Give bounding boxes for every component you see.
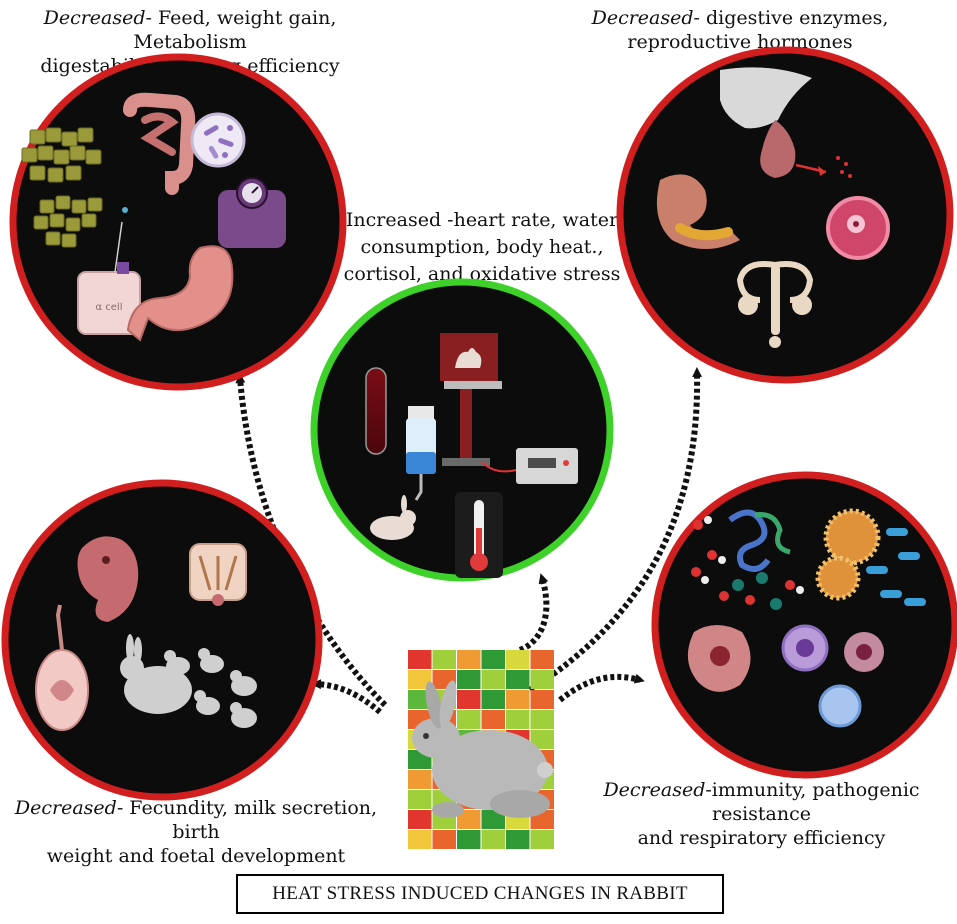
heatmap-tile <box>506 710 530 729</box>
heatmap-tile <box>506 830 530 849</box>
monitor-device-icon <box>481 448 578 484</box>
caption-bottom-left: Decreased- Fecundity, milk secretion, bi… <box>0 796 392 868</box>
caption-bottom-left-italic: Decreased <box>14 797 117 819</box>
heatmap-tile <box>481 710 505 729</box>
heatmap-tile <box>408 670 432 689</box>
caption-top-right-italic: Decreased <box>591 7 694 29</box>
feed-pellets-icon <box>21 127 103 248</box>
heatmap-tile <box>408 810 432 829</box>
circle-enzymes-hormones <box>616 46 954 384</box>
caption-bottom-left-line1: - Fecundity, milk secretion, birth <box>116 797 378 843</box>
circle-digestion: α cell <box>9 53 347 391</box>
heatmap-tile <box>481 670 505 689</box>
caption-bottom-right-line2: and respiratory efficiency <box>637 827 886 849</box>
footer-title-box: HEAT STRESS INDUCED CHANGES IN RABBIT <box>236 874 724 914</box>
stomach-icon <box>126 245 234 342</box>
caption-center-line2: consumption, body heat., <box>360 236 604 258</box>
heatmap-tile <box>481 650 505 669</box>
blood-tube-icon <box>365 367 387 455</box>
heatmap-tile <box>457 810 481 829</box>
caption-center-line1: Increased -heart rate, water <box>345 209 619 231</box>
caption-center-line3: cortisol, and oxidative stress <box>343 263 621 285</box>
heatmap-tile <box>457 830 481 849</box>
heatmap-tile <box>506 690 530 709</box>
male-reproductive-icon <box>736 261 814 348</box>
weighing-scale-icon <box>218 177 286 248</box>
virus-icon <box>815 508 881 601</box>
bacteria-icon <box>190 112 246 168</box>
caption-top-left-line1: - Feed, weight gain, Metabolism <box>133 7 337 53</box>
molecules-icon <box>691 516 804 610</box>
caption-top-right-line1: - digestive enzymes, <box>693 7 889 29</box>
arrow-to-top-right <box>528 367 703 693</box>
arrow-to-bottom-left <box>311 679 382 715</box>
oocyte-icon <box>826 196 890 260</box>
heatmap-tile <box>506 670 530 689</box>
heatmap-tile <box>457 710 481 729</box>
heatmap-tile <box>530 730 554 749</box>
heatmap-tile <box>481 810 505 829</box>
pancreas-icon <box>656 174 740 249</box>
heatmap-tile <box>481 690 505 709</box>
heatmap-tile <box>432 830 456 849</box>
heatmap-tile <box>408 770 432 789</box>
heatmap-tile <box>506 650 530 669</box>
heat-stress-rabbit <box>408 650 554 849</box>
protein-structure-icon <box>728 509 791 572</box>
caption-bottom-right-italic: Decreased <box>603 779 706 801</box>
heatmap-tile <box>408 650 432 669</box>
caption-bottom-right-line1: -immunity, pathogenic resistance <box>705 779 920 825</box>
arrow-to-top-left <box>235 373 388 708</box>
alpha-cell-label: α cell <box>96 302 123 313</box>
caption-bottom-left-line2: weight and foetal development <box>46 845 346 867</box>
caption-bottom-right: Decreased-immunity, pathogenic resistanc… <box>566 778 957 850</box>
alpha-cell-icon: α cell <box>77 207 141 335</box>
rabbit-litter-icon <box>120 634 257 728</box>
heatmap-tile <box>530 670 554 689</box>
heatmap-tile <box>432 650 456 669</box>
caption-top-left-italic: Decreased <box>43 7 146 29</box>
heatmap-tile <box>530 710 554 729</box>
arrow-to-center <box>518 573 550 653</box>
heatmap-tile <box>530 690 554 709</box>
immune-cells-icon <box>687 624 884 728</box>
heatmap-tile <box>530 650 554 669</box>
mammary-gland-icon <box>189 543 247 606</box>
embryo-icon <box>77 536 139 622</box>
heat-chamber-icon <box>440 333 502 466</box>
brain-pituitary-icon <box>720 67 852 178</box>
arrow-to-bottom-right <box>558 673 645 703</box>
heatmap-tile <box>530 830 554 849</box>
uterus-fetus-icon <box>35 604 89 731</box>
heatmap-tile <box>481 830 505 849</box>
rod-bacteria-icon <box>866 528 926 606</box>
rabbit-icon <box>412 680 553 818</box>
heatmap-tile <box>457 650 481 669</box>
heatmap-tile <box>457 670 481 689</box>
heatmap-tile <box>408 830 432 849</box>
circle-physiology <box>310 278 614 582</box>
heatmap-tile <box>457 690 481 709</box>
circle-immunity <box>651 471 957 779</box>
arrows <box>235 367 703 715</box>
circle-reproduction <box>1 479 323 801</box>
thermometer-icon <box>455 492 503 578</box>
intestine-icon <box>123 92 196 195</box>
heatmap-tile <box>408 790 432 809</box>
rabbit-drinking-icon <box>370 495 416 540</box>
caption-center: Increased -heart rate, water consumption… <box>322 207 642 288</box>
footer-title: HEAT STRESS INDUCED CHANGES IN RABBIT <box>272 883 688 904</box>
water-bottle-icon <box>406 406 436 501</box>
